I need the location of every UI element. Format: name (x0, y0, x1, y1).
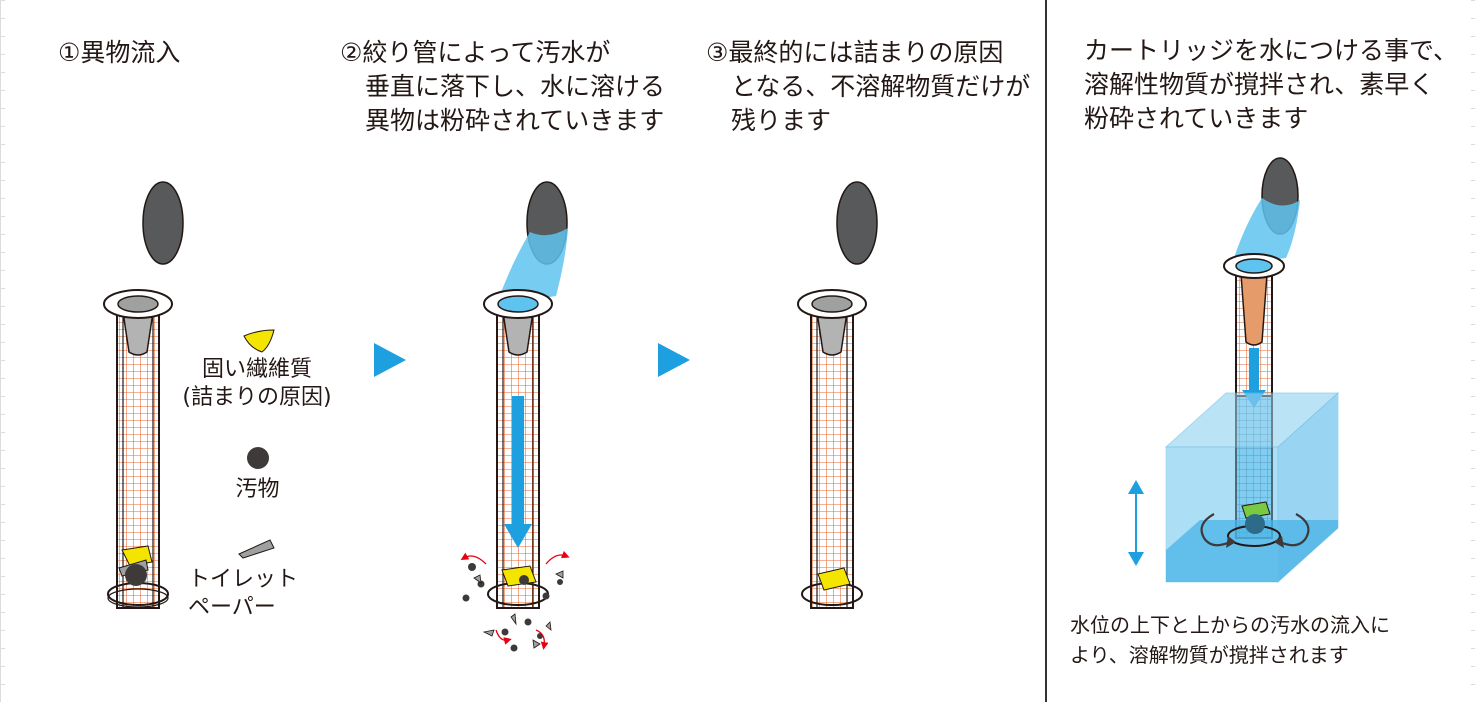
step2-title: ②絞り管によって汚水が 垂直に落下し、水に溶ける 異物は粉砕されていきます (340, 38, 666, 135)
step-arrow-1 (374, 343, 406, 377)
flow-arrow-head (504, 524, 532, 548)
flow-arrow-shaft (512, 396, 524, 526)
cartridge-step2 (460, 181, 570, 652)
toilet-paper-label: トイレット ペーパー (188, 567, 299, 620)
water-level-caption: 水位の上下と上からの汚水の流入に より、溶解物質が撹拌されます (1070, 613, 1390, 667)
cartridge-step3 (797, 181, 878, 609)
cartridge-step1 (103, 181, 184, 609)
filth-legend-icon (247, 447, 269, 469)
filth-piece (125, 564, 147, 586)
mesh-tube (810, 307, 854, 609)
spin-arrow (495, 629, 512, 645)
lid-disc (142, 181, 184, 265)
step1-title: ①異物流入 (58, 38, 181, 67)
water-stream (1232, 198, 1300, 264)
fiber-label: 固い繊維質 (詰まりの原因) (182, 357, 332, 410)
flow-arrow-shaft (1249, 348, 1259, 392)
filth-label: 汚物 (235, 477, 280, 502)
spin-arrow (545, 550, 570, 565)
spin-arrow (460, 552, 487, 565)
water-stream (496, 228, 568, 306)
cartridge-in-water (1128, 157, 1340, 584)
cartridge-heading: カートリッジを水につける事で、 溶解性物質が撹拌され、素早く 粉砕されていきます (1084, 36, 1459, 133)
step3-title: ③最終的には詰まりの原因 となる、不溶解物質だけが 残ります (706, 38, 1031, 135)
panel-divider (1045, 0, 1047, 702)
spin-arrow (535, 629, 549, 650)
throttle-tube (122, 311, 154, 356)
filth-piece (1245, 514, 1265, 534)
throttle-tube (816, 311, 848, 356)
fiber-piece (501, 565, 537, 587)
throttle-tube (502, 311, 534, 356)
paper-legend-icon (238, 539, 275, 559)
swirl-arrow-right (1279, 513, 1310, 547)
swirl-arrow-left (1200, 513, 1231, 547)
step-arrow-2 (658, 343, 690, 377)
lid-disc (836, 181, 878, 265)
throttle-tube (1240, 273, 1268, 346)
fiber-legend-icon (243, 329, 275, 353)
fiber-piece (817, 567, 851, 591)
